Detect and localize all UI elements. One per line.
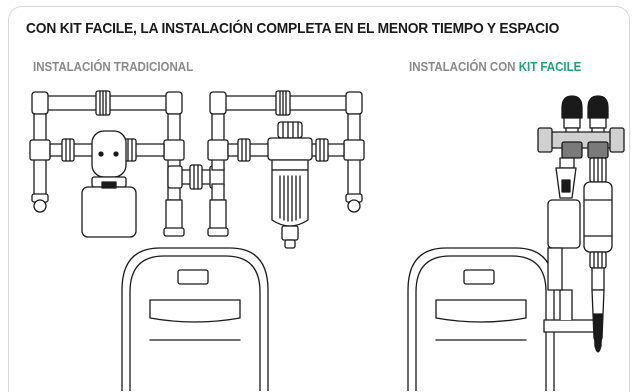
top-union-fitting xyxy=(275,90,291,116)
water-softener-kit xyxy=(407,247,555,391)
traditional-pipework-right xyxy=(207,90,365,249)
kit-label-brand: KIT FACILE xyxy=(518,60,582,74)
page-title: CON KIT FACILE, LA INSTALACIÓN COMPLETA … xyxy=(26,20,560,37)
union-fitting xyxy=(237,138,251,162)
union-fitting xyxy=(315,138,329,162)
sediment-filter xyxy=(267,121,313,249)
kit-installation-label: INSTALACIÓN CON KIT FACILE xyxy=(409,60,581,74)
dosing-pump xyxy=(81,130,137,238)
top-union-fitting xyxy=(95,90,111,116)
union-fitting xyxy=(123,138,137,162)
kit-label-prefix: INSTALACIÓN CON xyxy=(409,60,516,74)
traditional-pipework-left xyxy=(29,90,185,238)
traditional-installation-label: INSTALACIÓN TRADICIONAL xyxy=(33,60,194,74)
bypass-connector xyxy=(167,164,225,190)
kit-facile-assembly xyxy=(537,95,625,353)
union-fitting xyxy=(61,138,75,162)
water-softener-traditional xyxy=(121,247,269,391)
